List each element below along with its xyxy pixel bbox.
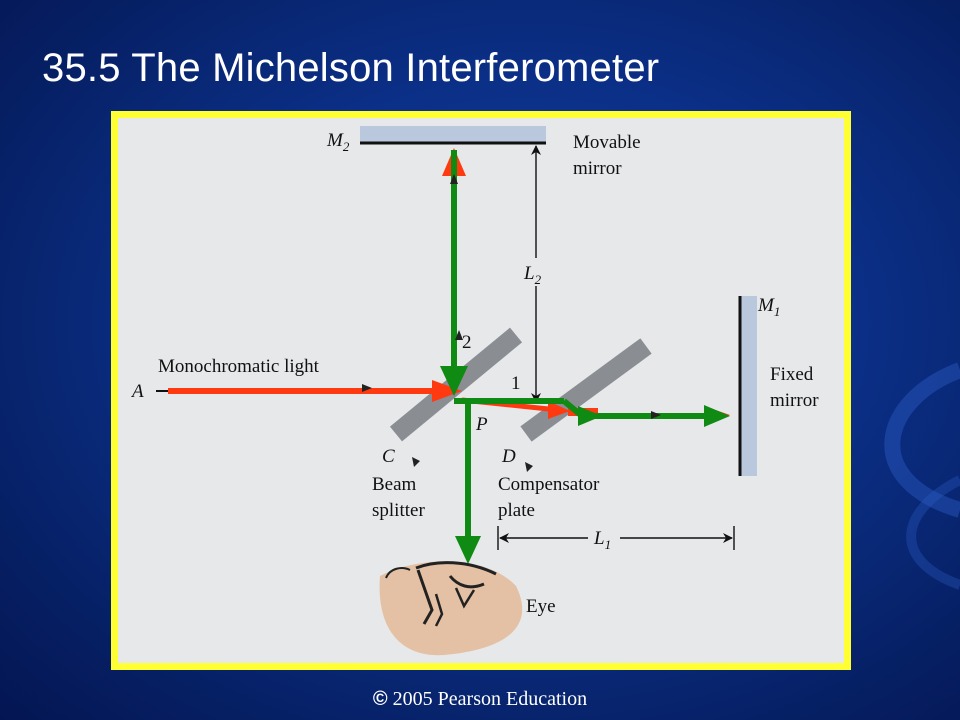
movable-mirror-label: Movable mirror bbox=[573, 132, 645, 179]
beam-splitter-c-label: C bbox=[382, 446, 395, 467]
eye-label: Eye bbox=[526, 596, 556, 617]
copyright-symbol: © bbox=[372, 688, 388, 710]
green-return-arrowhead bbox=[578, 406, 602, 426]
point-p-label: P bbox=[475, 414, 488, 435]
fixed-mirror bbox=[740, 296, 757, 476]
green-fixed-mirror-arrowhead bbox=[704, 405, 730, 427]
eye-illustration bbox=[379, 561, 523, 656]
interferometer-diagram: M2 Movable mirror L2 M1 Fixed mirror Mon… bbox=[130, 126, 819, 656]
l1-label: L1 bbox=[593, 528, 611, 552]
ray-1-label: 1 bbox=[511, 373, 521, 394]
copyright-line: © 2005 Pearson Education bbox=[0, 688, 960, 711]
green-down-arrowhead bbox=[440, 366, 468, 396]
red-compensator-arrowhead bbox=[548, 401, 570, 419]
source-a-label: A bbox=[130, 381, 144, 402]
green-rays bbox=[440, 150, 730, 564]
ray-2-label: 2 bbox=[462, 332, 472, 353]
beam-splitter-label: Beam splitter bbox=[372, 474, 425, 521]
background-swoosh bbox=[884, 362, 960, 590]
compensator-d-label: D bbox=[501, 446, 516, 467]
red-incoming-arrowhead bbox=[432, 380, 462, 402]
fixed-mirror-label: Fixed mirror bbox=[770, 364, 819, 411]
l2-label: L2 bbox=[523, 263, 542, 287]
compensator-plate bbox=[520, 338, 652, 442]
green-eye-arrowhead bbox=[455, 536, 481, 564]
copyright-text: 2005 Pearson Education bbox=[392, 688, 588, 710]
movable-mirror bbox=[360, 126, 546, 143]
monochromatic-light-label: Monochromatic light bbox=[158, 356, 320, 377]
slide-title: 35.5 The Michelson Interferometer bbox=[42, 46, 660, 90]
direction-arrowheads bbox=[362, 174, 661, 472]
m2-label: M2 bbox=[326, 130, 350, 154]
diagram-frame: M2 Movable mirror L2 M1 Fixed mirror Mon… bbox=[111, 111, 851, 670]
m1-label: M1 bbox=[757, 295, 780, 319]
compensator-plate-label: Compensator plate bbox=[498, 474, 604, 521]
